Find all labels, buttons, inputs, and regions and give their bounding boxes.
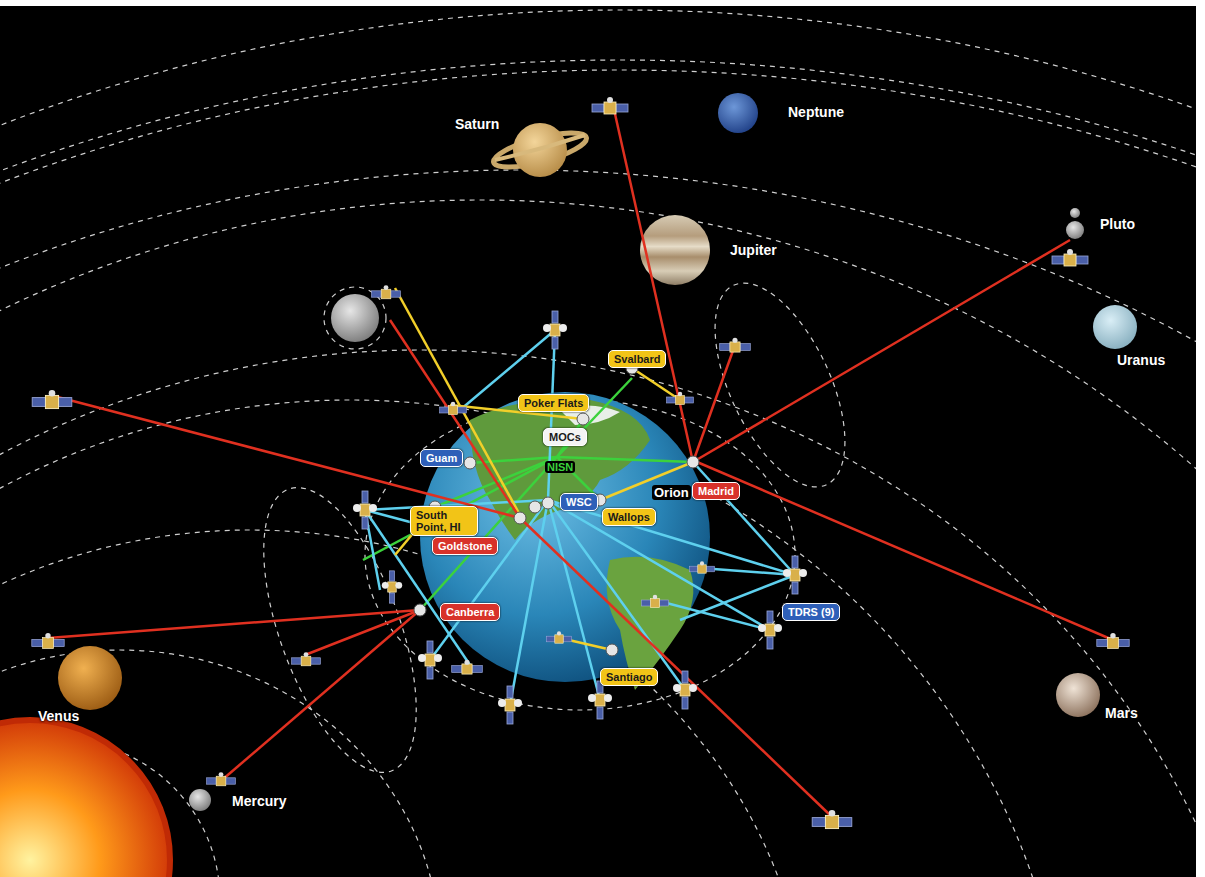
station-name: Svalbard <box>614 353 660 365</box>
planet-label: Mars <box>1105 705 1138 721</box>
station-name: TDRS (9) <box>788 606 834 618</box>
planet-label: Mercury <box>232 793 286 809</box>
deep-space-station-box: Madrid <box>692 482 740 500</box>
station-name: Canberra <box>446 606 494 618</box>
planet-label: Jupiter <box>730 242 777 258</box>
planet-label: Pluto <box>1100 216 1135 232</box>
ground-station-box: Wallops <box>602 508 656 526</box>
ground-station-box: Santiago <box>600 668 658 686</box>
station-name: Santiago <box>606 671 652 683</box>
network-label: NISN <box>545 461 575 473</box>
ground-station-box: South Point, HI <box>410 506 478 536</box>
station-name: Guam <box>426 452 457 464</box>
station-name: Wallops <box>608 511 650 523</box>
ground-station-box: Guam <box>420 449 463 467</box>
planet-label: Saturn <box>455 116 499 132</box>
station-name: Goldstone <box>438 540 492 552</box>
ground-station-box: Svalbard <box>608 350 666 368</box>
spacecraft-label: Orion <box>652 485 691 500</box>
planet-label: Uranus <box>1117 352 1165 368</box>
planet-label: Venus <box>38 708 79 724</box>
station-name: WSC <box>566 496 592 508</box>
station-name: Poker Flats <box>524 397 583 409</box>
operations-box: MOCs <box>543 428 587 446</box>
station-name: Madrid <box>698 485 734 497</box>
station-name: MOCs <box>549 431 581 443</box>
deep-space-station-box: Goldstone <box>432 537 498 555</box>
deep-space-station-box: Canberra <box>440 603 500 621</box>
station-name: South Point, HI <box>416 509 472 533</box>
ground-station-box: WSC <box>560 493 598 511</box>
satellite-group-box: TDRS (9) <box>782 603 840 621</box>
ground-station-box: Poker Flats <box>518 394 589 412</box>
planet-label: Neptune <box>788 104 844 120</box>
